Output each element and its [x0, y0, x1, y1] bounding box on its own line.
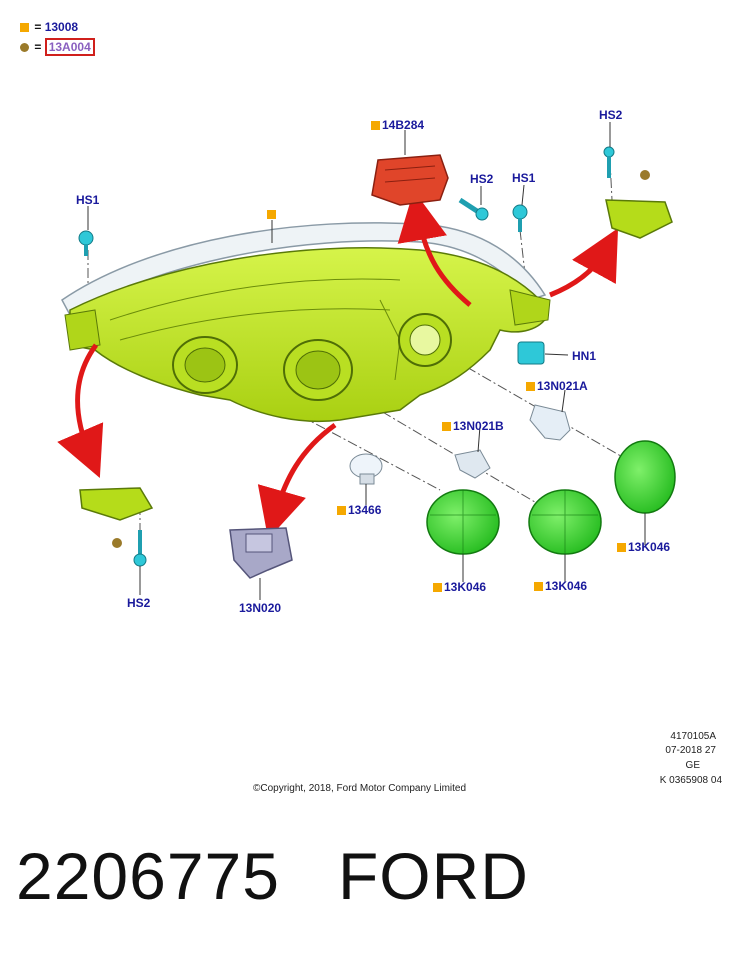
legend-equals: = — [34, 20, 42, 34]
screw-hs2-mid — [458, 197, 489, 221]
bulb-13466 — [349, 453, 383, 485]
part-label-13N021B: 13N021B — [442, 419, 504, 433]
part-label-13466: 13466 — [337, 503, 381, 517]
ref-number-1: 4170105A — [670, 731, 716, 742]
part-label-14B284: 14B284 — [371, 118, 424, 132]
part-label-hs2-right: HS2 — [599, 108, 623, 122]
part-label-13K046-left: 13K046 — [433, 580, 486, 594]
cap-13K046-left — [426, 489, 500, 555]
clip-hn1 — [517, 341, 545, 365]
legend-code-13008: 13008 — [44, 20, 79, 34]
repair-bracket-right — [605, 199, 673, 239]
part-label-13K046-middle: 13K046 — [534, 579, 587, 593]
part-label-13K046-right: 13K046 — [617, 540, 670, 554]
orange-square-marker — [20, 23, 29, 32]
caption: 2206775 FORD — [16, 838, 529, 914]
marker-14B284 — [371, 121, 380, 130]
cap-13K046-middle — [528, 489, 602, 555]
screw-hs1-mid — [512, 204, 528, 232]
part-label-hn1: HN1 — [572, 349, 597, 363]
part-label-hs2-left: HS2 — [127, 596, 151, 610]
socket-13N020 — [229, 527, 293, 579]
part-number: 2206775 — [16, 839, 280, 913]
part-label-hs2-mid: HS2 — [470, 172, 494, 186]
screw-hs2-right — [603, 146, 615, 178]
legend-code-13A004: 13A004 — [44, 38, 95, 56]
part-label-hs1-mid: HS1 — [512, 171, 536, 185]
marker-housing — [267, 207, 278, 221]
part-label-13N020: 13N020 — [239, 601, 282, 615]
repair-bracket-left — [79, 487, 154, 521]
legend-item-13A004: = 13A004 — [20, 38, 95, 56]
screw-hs1-left — [78, 230, 94, 256]
cap-13K046-right — [614, 440, 676, 514]
ref-number-3: GE — [685, 760, 700, 771]
arrows — [57, 190, 619, 540]
brown-dot-marker — [20, 43, 29, 52]
ref-number-4: K 0365908 04 — [659, 775, 722, 786]
bulb-13N021A — [529, 404, 571, 441]
brand-name: FORD — [337, 839, 529, 913]
screw-hs2-left — [133, 530, 147, 567]
bulb-13N021B — [454, 449, 491, 479]
part-label-hs1-left: HS1 — [76, 193, 100, 207]
ref-number-2: 07-2018 27 — [665, 745, 716, 756]
legend-equals-2: = — [34, 40, 42, 54]
legend-item-13008: = 13008 — [20, 20, 78, 34]
part-label-13N021A: 13N021A — [526, 379, 588, 393]
copyright-text: ©Copyright, 2018, Ford Motor Company Lim… — [253, 783, 467, 794]
